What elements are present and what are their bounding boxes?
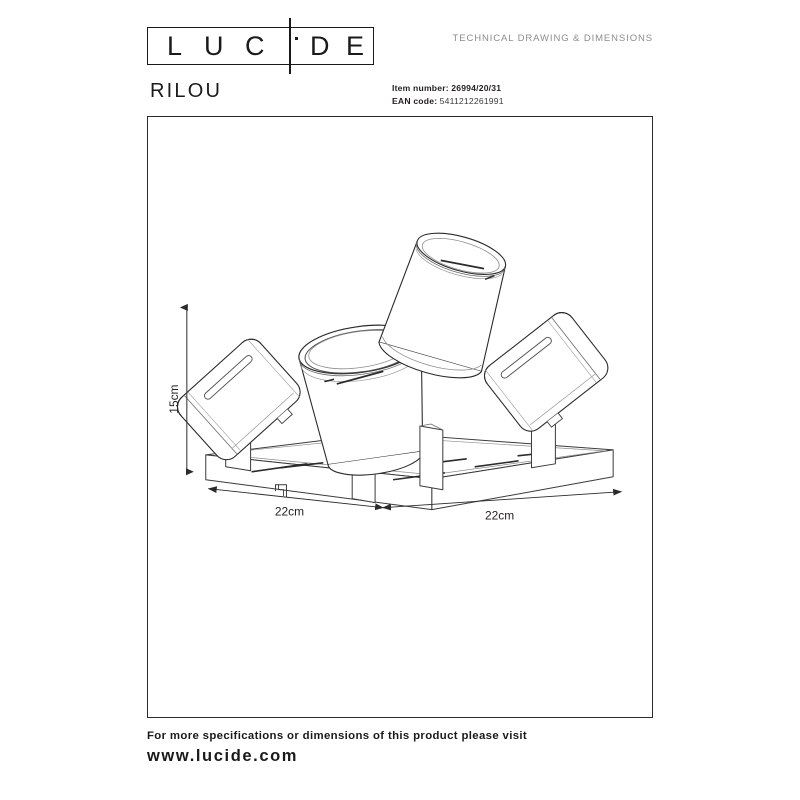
width-dimension-label-left: 22cm	[275, 505, 304, 519]
logo-letter-e: E	[346, 31, 365, 61]
logo-box-right	[289, 27, 374, 65]
logo-box-left	[147, 27, 289, 65]
ean-code-label: EAN code	[392, 96, 435, 107]
ean-code-colon: :	[434, 96, 438, 107]
width-dimension-line-left	[207, 486, 385, 511]
footer-text: For more specifications or dimensions of…	[147, 730, 528, 742]
item-number-row: Item number: 26994/20/31	[392, 82, 504, 95]
header-tagline: TECHNICAL DRAWING & DIMENSIONS	[452, 33, 653, 44]
logo-letter-u: U	[204, 31, 224, 61]
item-number-label: Item number:	[392, 83, 449, 93]
ean-code-row: EAN code: 5411212261991	[392, 95, 504, 108]
page-footer: For more specifications or dimensions of…	[147, 730, 667, 766]
ean-code-value: 5411212261991	[439, 96, 504, 107]
page-title: RILOU	[150, 80, 223, 102]
footer-website[interactable]: www.lucide.com	[147, 747, 299, 765]
logo-letter-c: C	[245, 31, 265, 61]
width-dimension-line-right	[382, 488, 623, 511]
logo-i-stem	[289, 18, 291, 74]
height-dimension-label: 15cm	[167, 384, 181, 413]
logo-i-dot	[295, 37, 298, 40]
technical-drawing-frame: 15cm 22cm 22cm	[147, 116, 653, 718]
logo-letter-d: D	[310, 31, 330, 61]
product-meta: Item number: 26994/20/31 EAN code: 54112…	[392, 82, 504, 109]
lucide-logo: L U C D E	[147, 18, 374, 74]
width-dimension-label-right: 22cm	[485, 509, 514, 523]
product-technical-drawing: 15cm 22cm 22cm	[167, 232, 623, 523]
page-header: L U C D E TECHNICAL DRAWING & DIMENSIONS…	[0, 0, 800, 110]
logo-letter-l: L	[167, 31, 183, 61]
item-number-value: 26994/20/31	[451, 83, 502, 93]
